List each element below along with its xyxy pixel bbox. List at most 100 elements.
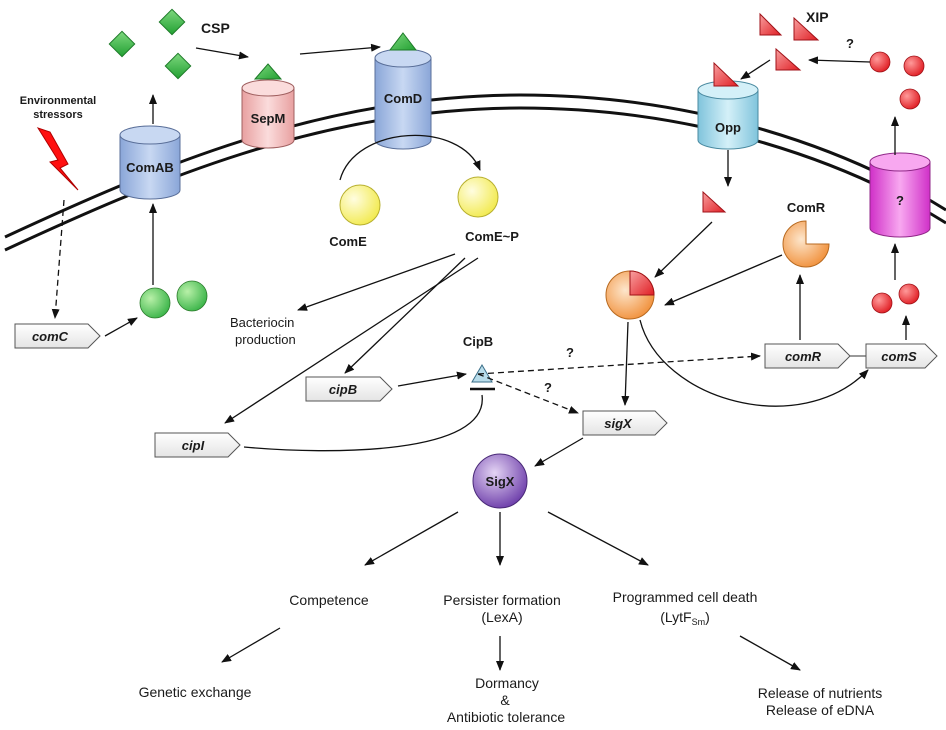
xip-to-complex-arrow [654,221,713,278]
release-label-2: Release of eDNA [766,702,875,718]
comab-label: ComAB [126,160,174,175]
sepm-to-comd-arrow [299,43,381,55]
comr-protein-label: ComR [787,200,826,215]
persister-label-2: (LexA) [481,609,522,625]
comd-label: ComD [384,91,422,106]
cipb-gene-to-protein-arrow [397,371,467,387]
sepm-protease: SepM [241,79,295,149]
svg-text:cipB: cipB [329,382,357,397]
come-to-cipi-arrow [224,257,479,424]
comd-receptor: ComD [374,48,432,150]
comc-circle [139,287,171,319]
cipb-label: CipB [463,334,493,349]
competence-to-exchange-arrow [221,627,281,663]
complex-to-coms-arrow [639,319,869,407]
cipb-protein [470,364,495,391]
comc-circle [176,280,208,312]
bacteriocin-label-2: production [235,332,296,347]
dormancy-label-1: Dormancy [475,675,539,691]
gene-comc: comC [14,323,101,349]
comc-peptides [139,280,208,319]
pcd-to-release-arrow [739,635,801,671]
opp-label: Opp [715,120,741,135]
come-p-label: ComE~P [465,229,519,244]
bacteriocin-label-1: Bacteriocin [230,315,294,330]
stress-to-comc-arrow [51,199,65,319]
pcd-label-1: Programmed cell death [613,589,758,605]
question-mark-xip: ? [846,36,854,51]
complex-to-sigx-arrow [621,321,630,406]
unknown-transporter: ? [869,152,931,238]
persister-label-1: Persister formation [443,592,560,608]
gene-comr: comR [764,343,851,369]
svg-text:comR: comR [785,349,822,364]
xip-triangle-opp [713,61,740,87]
competence-label: Competence [289,592,369,608]
question-mark-comr: ? [566,345,574,360]
xip-triangle [775,47,802,71]
coms-circle [898,283,920,305]
sepm-label: SepM [251,111,286,126]
svg-text:cipI: cipI [182,438,205,453]
sigx-to-pcd-arrow [547,511,649,566]
release-label-1: Release of nutrients [758,685,883,701]
comr-to-complex-arrow [664,254,783,306]
come-to-bacteriocin-arrow [297,253,456,311]
dormancy-label-3: Antibiotic tolerance [447,709,566,725]
sigx-to-competence-arrow [364,511,459,566]
cipb-to-sigx-arrow [477,373,579,414]
come-to-cipb-arrow [344,257,466,374]
csp-to-sepm-arrow [195,47,249,60]
unknown-transporter-label: ? [896,193,904,208]
comr-xip-complex [605,270,655,320]
sigx-gene-to-protein-arrow [534,437,584,467]
lightning-bolt-icon [36,127,79,191]
csp-diamonds [108,8,192,80]
arrows [51,43,910,671]
xip-triangle-cytoplasm [702,190,727,213]
processed-csp-sepm [253,63,283,80]
gene-sigx: sigX [582,410,668,436]
come-circle [339,184,381,226]
processed-csp-comd [388,32,418,51]
coms-to-xip-arrow [808,56,871,65]
env-stressors-label-1: Environmental [20,95,96,107]
come-p-circle [457,176,499,218]
come-label: ComE [329,234,367,249]
sigx-protein [472,453,528,509]
coms-peptides [869,51,925,314]
coms-circle [899,88,921,110]
comr-protein [782,220,830,268]
genetic-exchange-label: Genetic exchange [139,684,252,700]
opp-transporter: Opp [697,80,759,150]
comab-transporter: ComAB [119,125,181,200]
coms-circle [871,292,893,314]
gene-cipi: cipI [154,432,241,458]
xip-peptides [702,12,820,213]
xip-triangle [793,16,820,41]
dormancy-label-2: & [500,692,510,708]
csp-diamond [158,8,186,36]
svg-text:sigX: sigX [604,416,633,431]
come-phosphorylation-arrow [339,134,481,181]
xip-to-opp-arrow [740,59,771,80]
xip-label: XIP [806,9,829,25]
svg-text:comC: comC [32,329,69,344]
svg-text:comS: comS [881,349,917,364]
env-stressors-label-2: stressors [33,109,83,121]
csp-diamond [164,52,192,80]
coms-circle [869,51,891,73]
xip-triangle [759,12,783,36]
coms-circle [903,55,925,77]
gene-cipb: cipB [305,376,393,402]
sigx-protein-label: SigX [486,474,515,489]
comc-to-peptide-arrow [104,317,138,337]
gene-coms: comS [865,343,938,369]
question-mark-sigx: ? [544,380,552,395]
csp-label: CSP [201,20,230,36]
pcd-label-2: (LytFSm) [660,609,710,627]
cipb-to-comr-arrow [477,352,761,375]
cipi-inhibits-cipb-line [243,394,483,452]
